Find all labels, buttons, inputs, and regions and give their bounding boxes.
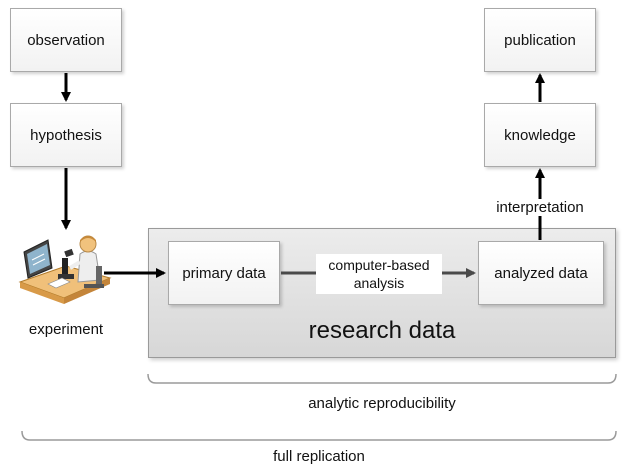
experiment-label: experiment: [28, 321, 104, 338]
experiment-icon: [18, 235, 112, 304]
analyzed-data-box: analyzed data: [478, 241, 604, 305]
analytic-reproducibility-label: analytic reproducibility: [308, 395, 456, 412]
analytic-reproducibility-bracket: [147, 373, 617, 384]
full-replication-label: full replication: [273, 448, 365, 465]
full-replication-bracket: [21, 430, 617, 441]
observation-box: observation: [10, 8, 122, 72]
primary-data-box: primary data: [168, 241, 280, 305]
knowledge-box: knowledge: [484, 103, 596, 167]
computer-based-analysis-label: computer-based analysis: [316, 254, 442, 294]
hypothesis-box: hypothesis: [10, 103, 122, 167]
publication-box: publication: [484, 8, 596, 72]
research-data-label: research data: [308, 317, 456, 344]
interpretation-label: interpretation: [474, 199, 606, 216]
